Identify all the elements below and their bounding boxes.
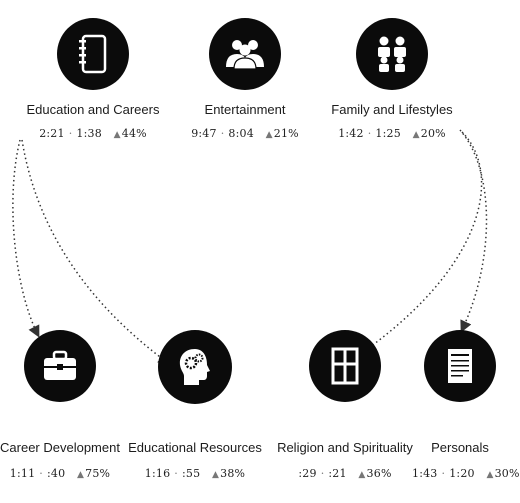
category-label: Family and Lifestyles: [331, 102, 453, 117]
connector-family-to-personals: [459, 129, 488, 333]
category-education-and-careers: Education and Careers 2:21·1:38 ▲44%: [8, 18, 178, 140]
category-religion-and-spirituality: Religion and Spirituality :29·:21 ▲36%: [270, 330, 420, 480]
connector-layer: [12, 129, 488, 365]
change-arrow-icon: ▲: [77, 470, 85, 480]
percent-change: 36%: [366, 467, 392, 480]
time-stats: 1:43·1:20 ▲30%: [412, 467, 520, 480]
time-stats: 9:47·8:04 ▲21%: [191, 127, 299, 140]
category-career-development: Career Development 1:11·:40 ▲75%: [0, 330, 120, 480]
time-before: 1:11: [9, 467, 36, 480]
time-before: 1:43: [412, 467, 438, 480]
category-family-and-lifestyles: Family and Lifestyles 1:42·1:25 ▲20%: [312, 18, 472, 140]
category-label: Personals: [431, 440, 489, 455]
connector-education-to-career-development: [12, 139, 40, 338]
category-label: Education and Careers: [26, 102, 160, 117]
time-stats: 1:42·1:25 ▲20%: [338, 127, 446, 140]
change-arrow-icon: ▲: [412, 130, 420, 140]
connector-family-to-religion: [363, 131, 483, 352]
change-arrow-icon: ▲: [212, 470, 220, 480]
time-stats: :29·:21 ▲36%: [298, 467, 392, 480]
family-icon: [356, 18, 428, 90]
change-arrow-icon: ▲: [486, 470, 494, 480]
time-before: 9:47: [191, 127, 217, 140]
head-gears-icon: [158, 330, 232, 404]
connector-education-to-educational-resources: [21, 139, 171, 365]
time-after: :40: [47, 467, 66, 480]
audience-icon: [209, 18, 281, 90]
time-after: :21: [328, 467, 347, 480]
category-label: Entertainment: [204, 102, 286, 117]
notebook-icon: [57, 18, 129, 90]
time-stats: 1:16·:55 ▲38%: [144, 467, 246, 480]
percent-change: 30%: [494, 467, 520, 480]
time-after: 1:38: [76, 127, 102, 140]
percent-change: 21%: [273, 127, 299, 140]
category-entertainment: Entertainment 9:47·8:04 ▲21%: [160, 18, 330, 140]
percent-change: 38%: [220, 467, 246, 480]
time-before: 2:21: [39, 127, 65, 140]
category-label: Religion and Spirituality: [277, 440, 413, 455]
window-icon: [309, 330, 381, 402]
time-after: :55: [182, 467, 201, 480]
category-label: Educational Resources: [128, 440, 262, 455]
percent-change: 20%: [420, 127, 446, 140]
change-arrow-icon: ▲: [113, 130, 121, 140]
time-before: :29: [298, 467, 317, 480]
category-personals: Personals 1:43·1:20 ▲30%: [412, 330, 520, 480]
percent-change: 44%: [121, 127, 147, 140]
document-icon: [424, 330, 496, 402]
category-label: Career Development: [0, 440, 120, 455]
time-after: 1:25: [375, 127, 401, 140]
time-before: 1:16: [144, 467, 171, 480]
change-arrow-icon: ▲: [358, 470, 366, 480]
category-educational-resources: Educational Resources 1:16·:55 ▲38%: [120, 330, 270, 480]
time-after: 1:20: [449, 467, 475, 480]
percent-change: 75%: [85, 467, 111, 480]
time-before: 1:42: [338, 127, 364, 140]
time-stats: 2:21·1:38 ▲44%: [39, 127, 147, 140]
time-stats: 1:11·:40 ▲75%: [9, 467, 111, 480]
time-after: 8:04: [228, 127, 254, 140]
change-arrow-icon: ▲: [265, 130, 273, 140]
briefcase-icon: [24, 330, 96, 402]
